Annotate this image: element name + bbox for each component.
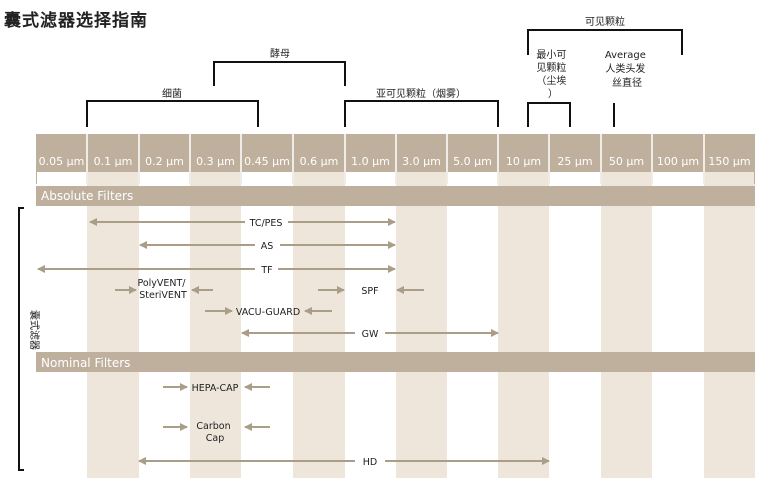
nominal-section-label: Nominal Filters	[41, 356, 130, 370]
carbon-cap-label: Carbon Cap	[196, 421, 233, 444]
scale-cell-foot	[397, 172, 446, 184]
gw-label: GW	[362, 329, 379, 340]
scale-tick-label: 0.1 μm	[94, 155, 133, 168]
scale-tick-label: 150 μm	[708, 155, 750, 168]
nominal-section-band	[36, 352, 755, 372]
hd-label: HD	[363, 457, 377, 468]
column-shades	[87, 184, 755, 478]
column-shade	[190, 184, 241, 478]
scale-cell-foot	[550, 172, 600, 184]
absolute-section-band	[36, 186, 755, 206]
smallest-visible-bracket	[527, 102, 571, 127]
scale-tick-label: 50 μm	[609, 155, 644, 168]
polyvent-label: PolyVENT/ SteriVENT	[137, 278, 188, 301]
column-shade	[704, 184, 755, 478]
scale-cell-foot	[653, 172, 703, 184]
scale-cell-foot	[88, 172, 138, 184]
scale-tick-label: 100 μm	[657, 155, 699, 168]
column-shade	[601, 184, 652, 478]
yeast-label: 酵母	[270, 48, 290, 60]
scale-tick-label: 1.0 μm	[351, 155, 390, 168]
scale-tick-label: 25 μm	[557, 155, 592, 168]
vacu-guard-label: VACU-GUARD	[236, 307, 300, 318]
column-shade	[396, 184, 447, 478]
scale-cell-foot	[37, 172, 86, 184]
as-label: AS	[261, 241, 274, 252]
scale-cell-foot	[448, 172, 497, 184]
bacteria-label: 细菌	[162, 87, 182, 100]
smallest-visible-label: 最小可 见颗粒 （尘埃 ）	[536, 49, 569, 100]
column-shade	[293, 184, 345, 478]
yeast-bracket	[213, 61, 346, 86]
scale-tick-label: 0.05 μm	[39, 155, 85, 168]
tc-pes-label: TC/PES	[249, 218, 283, 229]
subvisible-bracket	[344, 100, 499, 127]
side-label: 囊式滤器	[28, 310, 41, 350]
subvisible-label: 亚可见颗粒（烟雾）	[376, 87, 466, 100]
scale-cell-foot	[705, 172, 754, 184]
scale-tick-label: 10 μm	[506, 155, 541, 168]
hepa-cap-label: HEPA-CAP	[192, 383, 239, 394]
scale-cell-foot	[346, 172, 395, 184]
absolute-section-label: Absolute Filters	[41, 189, 133, 203]
scale-cell-foot	[602, 172, 651, 184]
scale-tick-label: 0.6 μm	[300, 155, 339, 168]
tf-label: TF	[260, 265, 272, 276]
column-shade	[498, 184, 549, 478]
scale-tick-label: 5.0 μm	[453, 155, 492, 168]
side-bracket	[18, 207, 24, 471]
scale-cell-foot	[499, 172, 548, 184]
scale-cell-foot	[294, 172, 344, 184]
scale-tick-label: 3.0 μm	[402, 155, 441, 168]
page-title: 囊式滤器选择指南	[4, 11, 148, 31]
visible-bracket	[527, 29, 683, 55]
scale-cell-foot	[140, 172, 189, 184]
visible-label: 可见颗粒	[585, 15, 625, 28]
scale-tick-label: 0.3 μm	[196, 155, 235, 168]
bacteria-bracket	[86, 100, 259, 127]
spf-label: SPF	[361, 286, 378, 297]
scale-cell-foot	[191, 172, 240, 184]
scale-tick-label: 0.45 μm	[244, 155, 290, 168]
hair-label: Average 人类头发 丝直径	[605, 50, 649, 89]
scale-cell-foot	[242, 172, 292, 184]
scale-tick-label: 0.2 μm	[145, 155, 184, 168]
column-shade	[87, 184, 139, 478]
